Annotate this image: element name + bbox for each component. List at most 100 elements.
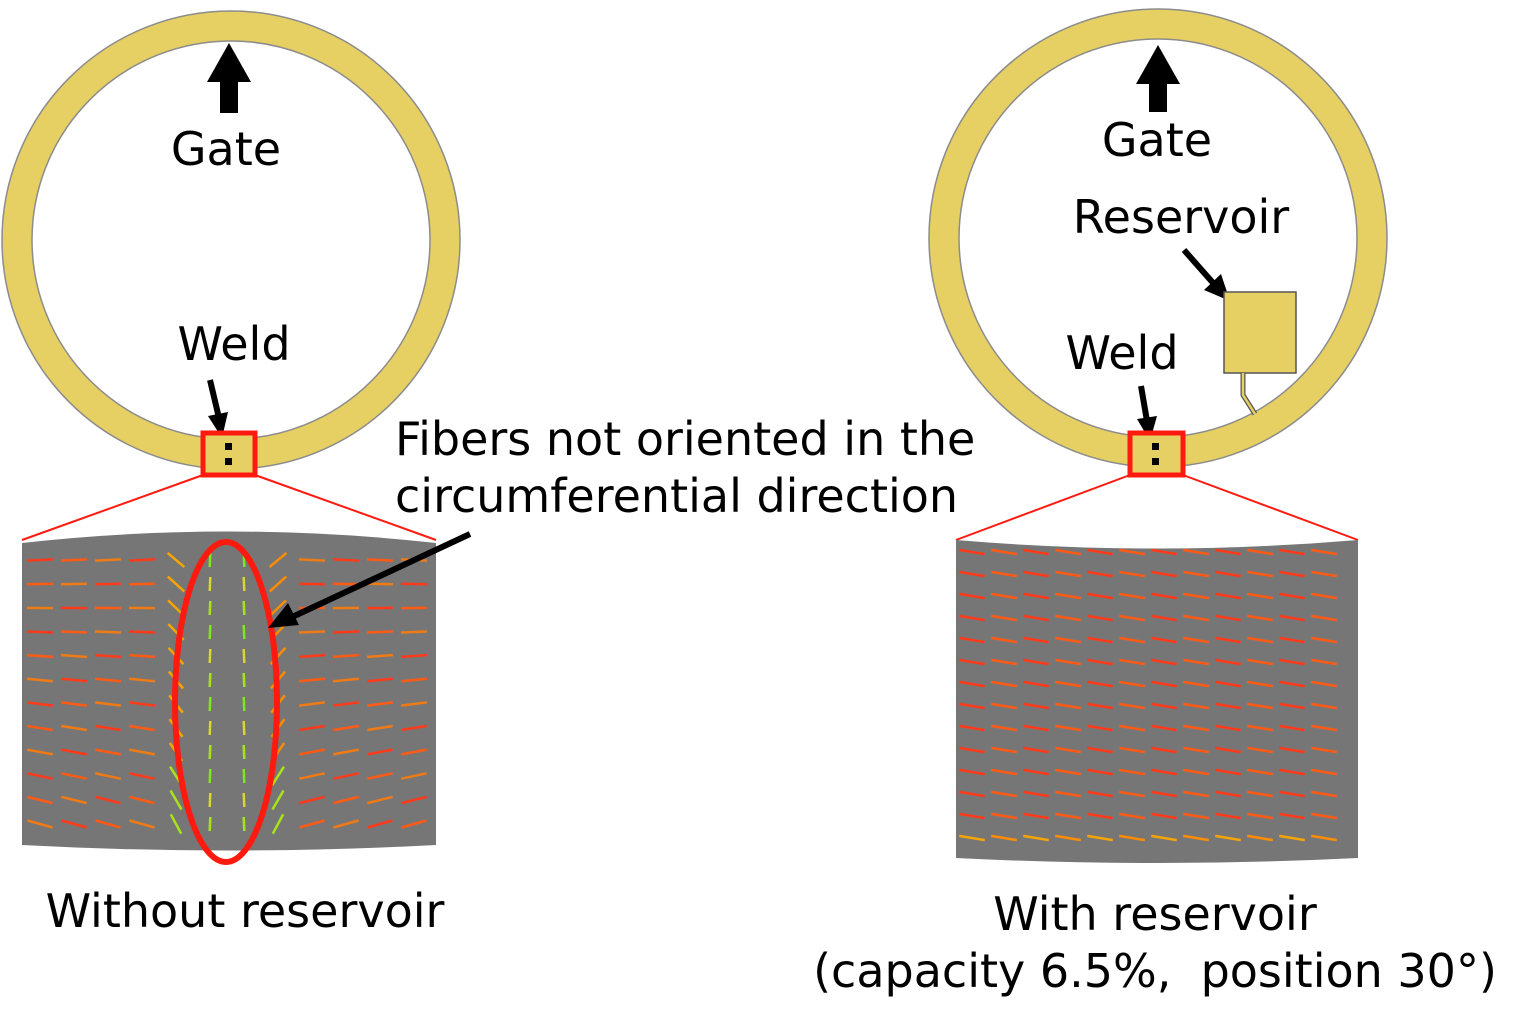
fiber-segment: [1278, 658, 1306, 666]
fiber-segment: [990, 614, 1018, 622]
fiber-segment: [1278, 812, 1306, 820]
right-figure: Gate Reservoir Weld: [928, 8, 1388, 863]
fiber-segment: [298, 701, 326, 707]
fiber-segment: [990, 548, 1018, 556]
fiber-segment: [94, 701, 122, 707]
fiber-segment: [208, 648, 212, 664]
fiber-segment: [1246, 548, 1274, 556]
fiber-segment: [366, 653, 394, 659]
fiber-segment: [208, 576, 212, 592]
fiber-segment: [60, 701, 88, 707]
fiber-segment: [1214, 680, 1242, 688]
fiber-segment: [60, 653, 88, 659]
fiber-segment: [1278, 592, 1306, 600]
fiber-segment: [1214, 746, 1242, 754]
fiber-segment: [958, 592, 986, 600]
fiber-segment: [401, 724, 427, 732]
fiber-segment: [1278, 724, 1306, 732]
fiber-segment: [1054, 548, 1082, 556]
fiber-segment: [990, 570, 1018, 578]
fiber-segment: [242, 576, 246, 592]
fiber-segment: [26, 748, 54, 756]
fiber-segment: [1246, 768, 1274, 776]
fiber-segment: [26, 630, 54, 634]
fiber-segment: [1278, 680, 1306, 688]
fiber-segment: [1022, 548, 1050, 556]
fiber-segment: [1054, 636, 1082, 644]
arrow-diagonal-icon: [268, 531, 472, 628]
fiber-segment: [298, 558, 326, 562]
fiber-segment: [268, 551, 288, 569]
fiber-segment: [1310, 702, 1338, 710]
fiber-segment: [27, 724, 53, 732]
fiber-segment: [1086, 570, 1114, 578]
fiber-segment: [1054, 614, 1082, 622]
fiber-segment: [1022, 658, 1050, 666]
fiber-segment: [268, 575, 288, 593]
fiber-segment: [1022, 570, 1050, 578]
fiber-segment: [1150, 614, 1178, 622]
left-gate-label: Gate: [171, 122, 281, 176]
fiber-segment: [128, 653, 156, 659]
fiber-segment: [1086, 724, 1114, 732]
fiber-segment: [958, 636, 986, 644]
fiber-segment: [242, 816, 246, 832]
fiber-segment: [1118, 592, 1146, 600]
fiber-segment: [128, 677, 156, 683]
fiber-segment: [400, 701, 428, 707]
fiber-segment: [128, 701, 156, 707]
fiber-segment: [1214, 790, 1242, 798]
fiber-segment: [208, 816, 212, 832]
fiber-segment: [1054, 724, 1082, 732]
fiber-segment: [95, 819, 121, 829]
fiber-segment: [1022, 680, 1050, 688]
fiber-segment: [1086, 746, 1114, 754]
fiber-segment: [1310, 614, 1338, 622]
right-caption-line-1: With reservoir: [993, 887, 1317, 941]
fiber-segment: [990, 724, 1018, 732]
fiber-segment: [1278, 790, 1306, 798]
fiber-segment: [1054, 658, 1082, 666]
fiber-segment: [1278, 746, 1306, 754]
fiber-segment: [208, 672, 212, 688]
left-figure: Gate Weld: [1, 10, 461, 865]
arrow-down-icon: [207, 379, 228, 438]
fiber-segment: [1022, 746, 1050, 754]
fiber-segment: [1118, 702, 1146, 710]
fiber-segment: [958, 768, 986, 776]
right-zoom-line: [1182, 474, 1359, 541]
fiber-segment: [242, 696, 246, 712]
left-weld-highlight: [200, 430, 258, 478]
fiber-segment: [27, 795, 53, 805]
fiber-segment: [958, 548, 986, 556]
fiber-segment: [1086, 812, 1114, 820]
fiber-segment: [1214, 724, 1242, 732]
fiber-segment: [1022, 614, 1050, 622]
fiber-segment: [269, 599, 287, 617]
fiber-segment: [1118, 746, 1146, 754]
fiber-segment: [367, 772, 393, 780]
fiber-segment: [1054, 768, 1082, 776]
fiber-segment: [60, 558, 88, 562]
fiber-segment: [94, 653, 122, 659]
fiber-segment: [1246, 658, 1274, 666]
left-fiber-field: [26, 551, 428, 835]
fiber-segment: [26, 558, 54, 562]
fiber-segment: [958, 702, 986, 710]
fiber-segment: [242, 600, 246, 616]
fiber-segment: [990, 702, 1018, 710]
fiber-segment: [128, 748, 156, 756]
left-zoom-line: [21, 474, 204, 541]
fiber-segment: [1246, 724, 1274, 732]
fiber-segment: [958, 790, 986, 798]
fiber-segment: [1278, 834, 1306, 842]
fiber-segment: [1054, 592, 1082, 600]
fiber-segment: [1086, 680, 1114, 688]
fiber-segment: [27, 819, 53, 829]
fiber-segment: [1086, 834, 1114, 842]
fiber-segment: [26, 677, 54, 683]
fiber-segment: [1150, 548, 1178, 556]
fiber-segment: [990, 812, 1018, 820]
fiber-segment: [401, 795, 427, 805]
